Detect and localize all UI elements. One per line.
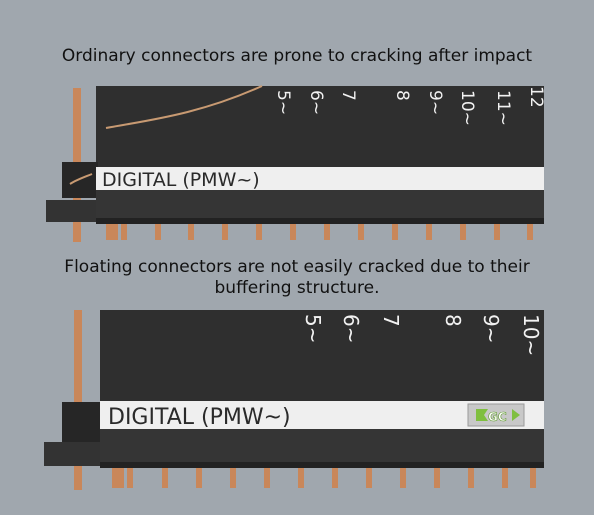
connector-base-shadow xyxy=(100,462,544,468)
pin-label: 9~ xyxy=(479,314,503,343)
pin xyxy=(358,224,364,240)
pin xyxy=(155,224,161,240)
pin-labels: 5~ 6~ 7 8 9~ 10~ xyxy=(301,314,543,356)
pin xyxy=(426,224,432,240)
caption-floating-line1: Floating connectors are not easily crack… xyxy=(64,257,530,277)
pin xyxy=(222,224,228,240)
connector-body xyxy=(100,310,544,404)
pin xyxy=(112,468,124,488)
pin xyxy=(460,224,466,240)
pin xyxy=(400,468,406,488)
pin xyxy=(468,468,474,488)
pin xyxy=(162,468,168,488)
pin-label: 10~ xyxy=(457,90,477,126)
pin xyxy=(366,468,372,488)
pin xyxy=(256,224,262,240)
pin-label: 5~ xyxy=(301,314,325,343)
pin xyxy=(127,468,133,488)
connector-housing-left xyxy=(62,402,102,446)
floating-connector-illustration: DIGITAL (PMW~) GC 5~ 6~ 7 8 9~ 10~ xyxy=(44,310,544,490)
caption-ordinary-connector: Ordinary connectors are prone to crackin… xyxy=(61,46,533,66)
tall-pin-left xyxy=(74,310,82,490)
connector-body xyxy=(96,86,544,172)
ordinary-connector-illustration: DIGITAL (PMW~) 5~ 6~ 7 8 9~ 10~ 11~ 12 xyxy=(46,85,546,242)
pin-row xyxy=(112,468,536,488)
pin xyxy=(230,468,236,488)
pin xyxy=(298,468,304,488)
pin-label: 6~ xyxy=(306,90,326,115)
pin-label: 5~ xyxy=(273,90,293,115)
pin xyxy=(434,468,440,488)
pin-label: 6~ xyxy=(339,314,363,343)
pin-label: 8 xyxy=(392,90,412,101)
pin xyxy=(392,224,398,240)
connector-base-left xyxy=(46,200,98,222)
pin xyxy=(527,224,533,240)
pin xyxy=(121,224,127,240)
pin-label: 7 xyxy=(338,90,358,101)
pin xyxy=(502,468,508,488)
pin xyxy=(332,468,338,488)
pin-label: 7 xyxy=(379,314,403,327)
crack-line-housing xyxy=(69,173,93,185)
pin-label: 10~ xyxy=(519,314,543,356)
label-strip xyxy=(96,167,544,190)
caption-floating-connector: Floating connectors are not easily crack… xyxy=(0,257,594,299)
connector-housing-left xyxy=(62,162,98,198)
pin-labels: 5~ 6~ 7 8 9~ 10~ 11~ 12 xyxy=(273,86,546,126)
pin xyxy=(494,224,500,240)
connector-base xyxy=(96,190,544,220)
pin xyxy=(188,224,194,240)
pin-label: 12 xyxy=(526,86,546,108)
connector-base-shadow xyxy=(96,218,544,224)
pin xyxy=(324,224,330,240)
pin xyxy=(106,224,118,240)
pin xyxy=(290,224,296,240)
svg-text:GC: GC xyxy=(488,410,507,424)
pin xyxy=(530,468,536,488)
caption-floating-line2: buffering structure. xyxy=(214,278,380,298)
pin-label: 9~ xyxy=(425,90,445,115)
connector-base-left xyxy=(44,442,102,466)
pin xyxy=(264,468,270,488)
pin-label: 8 xyxy=(441,314,465,327)
pin-label: 11~ xyxy=(493,90,513,126)
pin xyxy=(196,468,202,488)
connector-base xyxy=(100,428,544,468)
strip-label: DIGITAL (PMW~) xyxy=(108,405,291,430)
pin-row xyxy=(106,224,533,240)
crack-line xyxy=(105,85,263,129)
strip-label: DIGITAL (PMW~) xyxy=(102,169,260,191)
brand-logo: GC xyxy=(467,403,525,427)
